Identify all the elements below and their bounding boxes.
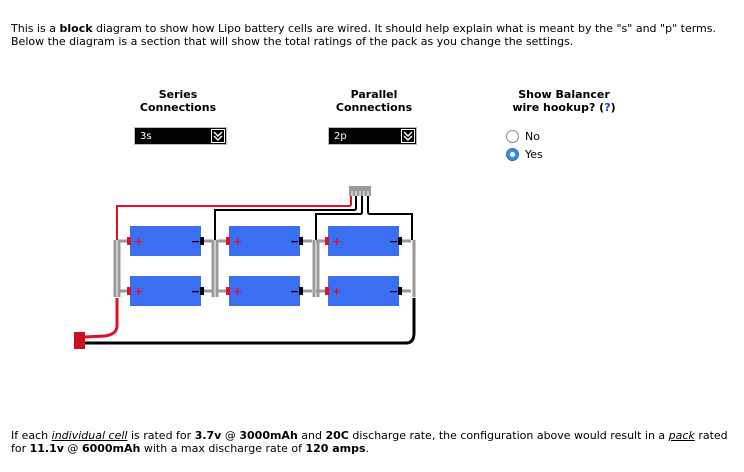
parallel-heading-line: Connections <box>335 101 413 114</box>
battery-wiring-diagram: + − + − + − + − + − + − <box>74 186 416 349</box>
series-heading: Series Connections <box>128 88 228 114</box>
cell-plus-label: + <box>332 285 341 298</box>
balance-wire-tap-1 <box>214 196 357 240</box>
help-link[interactable]: ? <box>604 101 611 114</box>
cell-minus-label: − <box>290 235 299 248</box>
parallel-select[interactable]: 2p <box>328 127 417 145</box>
summary-text: If each <box>11 429 52 442</box>
cell-minus-label: − <box>191 285 200 298</box>
double-chevron-down-icon <box>401 129 415 143</box>
summary-text: @ <box>221 429 240 442</box>
balancer-heading-text: ) <box>610 101 616 114</box>
battery-cells: + − + − + − + − + − + − <box>118 226 411 306</box>
balancer-heading: Show Balancer wire hookup? (?) <box>496 88 632 114</box>
battery-cell <box>328 276 399 306</box>
pack-max-amps: 120 amps <box>305 442 366 455</box>
summary-text: . <box>365 442 370 455</box>
summary-text: is rated for <box>127 429 195 442</box>
balancer-heading-text: wire hookup? ( <box>512 101 605 114</box>
positive-terminal <box>325 237 329 245</box>
negative-terminal <box>398 237 402 245</box>
cell-voltage: 3.7v <box>194 429 222 442</box>
negative-terminal <box>200 237 204 245</box>
main-negative-lead <box>84 298 416 345</box>
summary-text: @ <box>63 442 82 455</box>
intro-part: This is a <box>11 22 60 35</box>
double-chevron-down-icon <box>211 129 225 143</box>
pack-voltage: 11.1v <box>29 442 64 455</box>
negative-terminal <box>200 287 204 295</box>
battery-cell <box>130 226 201 256</box>
positive-terminal <box>127 287 131 295</box>
positive-terminal <box>226 237 230 245</box>
series-select[interactable]: 3s <box>134 127 227 145</box>
negative-terminal <box>398 287 402 295</box>
battery-cell <box>229 276 300 306</box>
summary-text: discharge rate, the configuration above … <box>348 429 669 442</box>
positive-terminal <box>127 237 131 245</box>
summary-text: and <box>297 429 326 442</box>
cell-c-rating: 20C <box>325 429 349 442</box>
cell-minus-label: − <box>191 235 200 248</box>
cell-capacity: 3000mAh <box>239 429 298 442</box>
radio-no-label: No <box>525 130 540 143</box>
balance-wire-positive <box>116 196 352 240</box>
cell-minus-label: − <box>389 285 398 298</box>
negative-terminal <box>299 287 303 295</box>
battery-cell <box>328 226 399 256</box>
cell-plus-label: + <box>233 285 242 298</box>
balancer-heading-line: Show Balancer <box>518 88 610 101</box>
positive-terminal <box>226 287 230 295</box>
radio-circle[interactable] <box>506 148 519 161</box>
cell-plus-label: + <box>332 235 341 248</box>
positive-terminal <box>325 287 329 295</box>
cell-minus-label: − <box>389 235 398 248</box>
main-positive-lead <box>83 298 119 339</box>
intro-bold-block: block <box>59 22 93 35</box>
cell-plus-label: + <box>134 235 143 248</box>
parallel-heading: Parallel Connections <box>324 88 424 114</box>
summary-text: rated for <box>11 429 728 455</box>
series-select-value: 3s <box>140 131 152 142</box>
pack-summary: If each individual cell is rated for 3.7… <box>11 429 739 455</box>
battery-cell <box>130 276 201 306</box>
intro-part: diagram to show how Lipo battery cells a… <box>11 22 716 48</box>
battery-cell <box>229 226 300 256</box>
series-heading-line: Connections <box>139 101 217 114</box>
balance-wire-tap-2 <box>315 196 363 240</box>
balancer-heading-line: wire hookup? (?) <box>496 101 632 114</box>
cell-plus-label: + <box>233 235 242 248</box>
parallel-heading-line: Parallel <box>350 88 398 101</box>
cell-minus-label: − <box>290 285 299 298</box>
pack-term: pack <box>668 429 695 442</box>
summary-text: with a max discharge rate of <box>140 442 306 455</box>
pack-capacity: 6000mAh <box>81 442 141 455</box>
parallel-select-value: 2p <box>334 131 347 142</box>
cell-plus-label: + <box>134 285 143 298</box>
radio-yes-label: Yes <box>525 148 543 161</box>
parallel-bus <box>113 240 416 297</box>
series-heading-line: Series <box>158 88 198 101</box>
intro-text: This is a block diagram to show how Lipo… <box>11 22 736 48</box>
individual-cell-term: individual cell <box>51 429 128 442</box>
radio-circle[interactable] <box>506 130 519 143</box>
main-connector <box>74 332 85 349</box>
balance-wire-negative <box>367 196 413 240</box>
balance-connector-pins <box>351 191 369 196</box>
negative-terminal <box>299 237 303 245</box>
